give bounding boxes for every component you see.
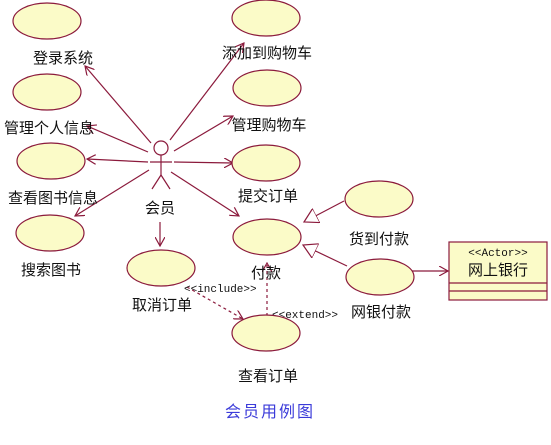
use-case-cod: 货到付款 xyxy=(344,180,414,248)
actor-stereotype: <<Actor>> xyxy=(468,248,527,260)
assoc-view-books xyxy=(87,159,149,162)
generalizations xyxy=(303,200,348,267)
generalization-bank-pay xyxy=(303,245,348,267)
use-case-ellipse xyxy=(231,144,301,182)
use-case-ellipse xyxy=(344,180,414,218)
use-case-ellipse xyxy=(231,314,301,352)
use-case-view-books: 查看图书信息 xyxy=(8,142,98,207)
use-case-label: 搜索图书 xyxy=(21,261,81,279)
use-case-cancel-order: 取消订单 xyxy=(126,249,196,314)
diagram-caption: 会员用例图 xyxy=(225,402,315,421)
assoc-search-books xyxy=(75,169,150,216)
use-case-label: 查看图书信息 xyxy=(8,189,98,207)
use-case-ellipse xyxy=(345,258,415,296)
use-case-label: 登录系统 xyxy=(33,49,93,67)
assoc-login xyxy=(85,66,152,144)
use-case-ellipse xyxy=(12,73,82,111)
use-case-search-books: 搜索图书 xyxy=(15,214,85,279)
use-case-ellipse xyxy=(126,249,196,287)
use-case-manage-info: 管理个人信息 xyxy=(4,73,94,137)
actor-right-leg xyxy=(160,174,171,190)
use-case-label: 提交订单 xyxy=(238,187,298,205)
use-case-ellipse xyxy=(16,142,86,180)
use-case-ellipse xyxy=(231,0,301,37)
include-dependency xyxy=(186,286,243,319)
assoc-add-cart xyxy=(169,43,244,141)
include-label: <<include>> xyxy=(184,284,257,296)
use-case-label: 管理购物车 xyxy=(231,116,306,134)
actor-left-leg xyxy=(151,174,162,190)
generalization-cod xyxy=(304,200,345,222)
use-case-pay: 付款 xyxy=(232,218,302,282)
use-case-view-order: 查看订单 xyxy=(231,314,301,385)
use-case-label: 管理个人信息 xyxy=(4,119,94,137)
online-bank-actor-box: <<Actor>> 网上银行 xyxy=(448,241,548,301)
assoc-submit-order xyxy=(173,162,233,163)
use-case-bank-pay: 网银付款 xyxy=(345,258,415,321)
assoc-manage-info xyxy=(87,126,149,153)
use-case-label: 付款 xyxy=(251,264,281,282)
use-case-submit-order: 提交订单 xyxy=(231,144,301,205)
use-case-label: 取消订单 xyxy=(132,296,192,314)
use-case-label: 查看订单 xyxy=(238,367,298,385)
assoc-pay xyxy=(170,171,239,216)
actor-box-frame xyxy=(448,241,548,301)
use-case-ellipse xyxy=(232,69,302,107)
use-case-ellipse xyxy=(12,2,82,40)
use-case-login: 登录系统 xyxy=(12,2,93,67)
use-case-label: 网银付款 xyxy=(351,303,411,321)
member-actor: 会员 xyxy=(145,140,175,217)
use-case-label: 货到付款 xyxy=(349,230,409,248)
actor-label: 会员 xyxy=(145,199,175,217)
assoc-manage-cart xyxy=(173,116,233,152)
use-case-ellipse xyxy=(15,214,85,252)
use-case-ellipse xyxy=(232,218,302,256)
actor-head xyxy=(153,140,169,156)
actor-name: 网上银行 xyxy=(468,261,528,279)
use-case-manage-cart: 管理购物车 xyxy=(231,69,307,134)
use-case-add-cart: 添加到购物车 xyxy=(222,0,312,62)
use-case-label: 添加到购物车 xyxy=(222,44,312,62)
